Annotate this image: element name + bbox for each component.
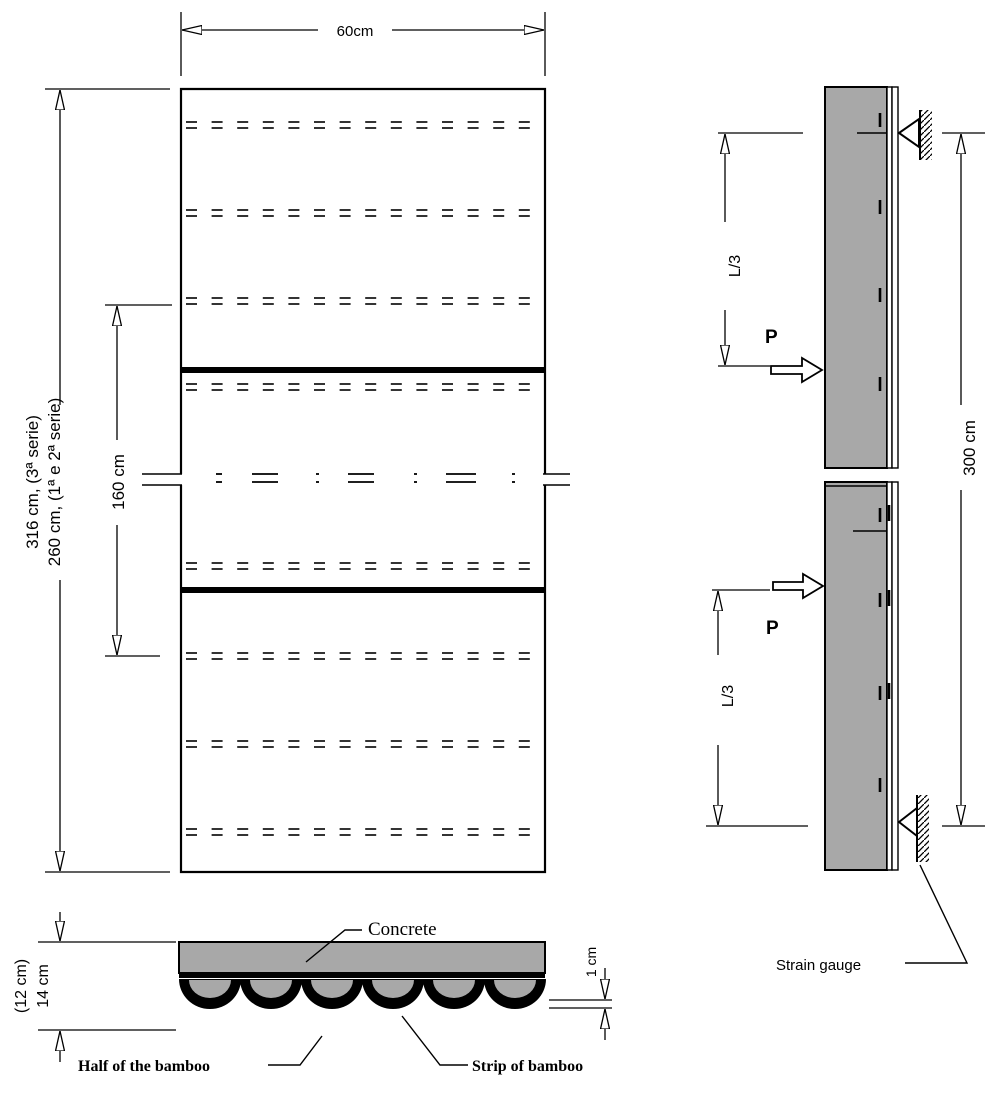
bamboo-half-core (189, 980, 231, 998)
elevation-panel-top (824, 86, 888, 469)
cover-dimension (549, 968, 612, 1040)
bamboo-strip-rows (186, 121, 530, 836)
strip-row (186, 297, 530, 305)
third-label-bottom: L/3 (720, 685, 737, 707)
strip-row (186, 121, 530, 129)
concrete-layer (178, 941, 546, 974)
depth-label-inner: 14 cm (35, 964, 52, 1008)
width-label: 60cm (337, 23, 374, 40)
strip-row (186, 383, 530, 391)
bamboo-half-core (311, 980, 353, 998)
break-marks (142, 473, 570, 486)
depth-label-outer: (12 cm) (13, 959, 30, 1013)
load-arrow-top (770, 356, 824, 384)
strip-label: Strip of bamboo (472, 1058, 583, 1075)
bamboo-half-core (372, 980, 414, 998)
load-label-bottom: P (766, 618, 779, 639)
span-label: 300 cm (960, 420, 979, 476)
bamboo-halves (179, 979, 546, 1009)
concrete-label: Concrete (368, 919, 437, 940)
load-lines (181, 367, 545, 593)
width-dimension (180, 12, 546, 76)
bamboo-half-core (433, 980, 475, 998)
depth-dimension (38, 912, 176, 1062)
length-label-line2: 260 cm, (1ª e 2ª serie) (45, 398, 64, 566)
middle-dimension (105, 304, 172, 657)
depth-label-group: (12 cm) 14 cm (13, 959, 52, 1013)
strip-row (186, 828, 530, 836)
bamboo-half-core (250, 980, 292, 998)
strip-row-break (216, 473, 515, 483)
third-dimension-top (718, 132, 803, 367)
strain-gauge-ticks (853, 113, 891, 792)
elevation-bamboo-layers (886, 86, 899, 871)
cover-label: 1 cm (583, 947, 599, 977)
slab-plan-view: 60cm 316 cm, (3ª serie) 2 (23, 12, 570, 874)
span-dimension (942, 132, 985, 827)
gauge-leader (905, 864, 969, 964)
slab-cross-section: (12 cm) 14 cm 1 cm Concrete Half of the … (13, 912, 612, 1075)
length-label-line1: 316 cm, (3ª serie) (23, 415, 42, 549)
third-dimension-bottom (706, 589, 808, 827)
length-label-group: 316 cm, (3ª serie) 260 cm, (1ª e 2ª seri… (23, 398, 64, 566)
support-bottom (897, 795, 929, 862)
strip-row (186, 562, 530, 570)
middle-label: 160 cm (109, 454, 128, 510)
strip-row (186, 209, 530, 217)
half-bamboo-label: Half of the bamboo (78, 1058, 210, 1075)
strip-row (186, 652, 530, 660)
bamboo-strip-layer (179, 973, 545, 978)
third-label-top: L/3 (727, 255, 744, 277)
gauge-label: Strain gauge (776, 957, 861, 974)
strip-row (186, 740, 530, 748)
bamboo-half-core (494, 980, 536, 998)
test-elevation: P P L/3 L/3 300 cm Strain gauge (706, 86, 985, 974)
slab-outline (179, 87, 547, 874)
support-top (897, 110, 932, 160)
load-label-top: P (765, 327, 778, 348)
elevation-panel-bottom (824, 481, 888, 871)
length-dimension (45, 88, 170, 873)
load-arrow-bottom (772, 572, 825, 600)
section-leaders (268, 929, 468, 1066)
